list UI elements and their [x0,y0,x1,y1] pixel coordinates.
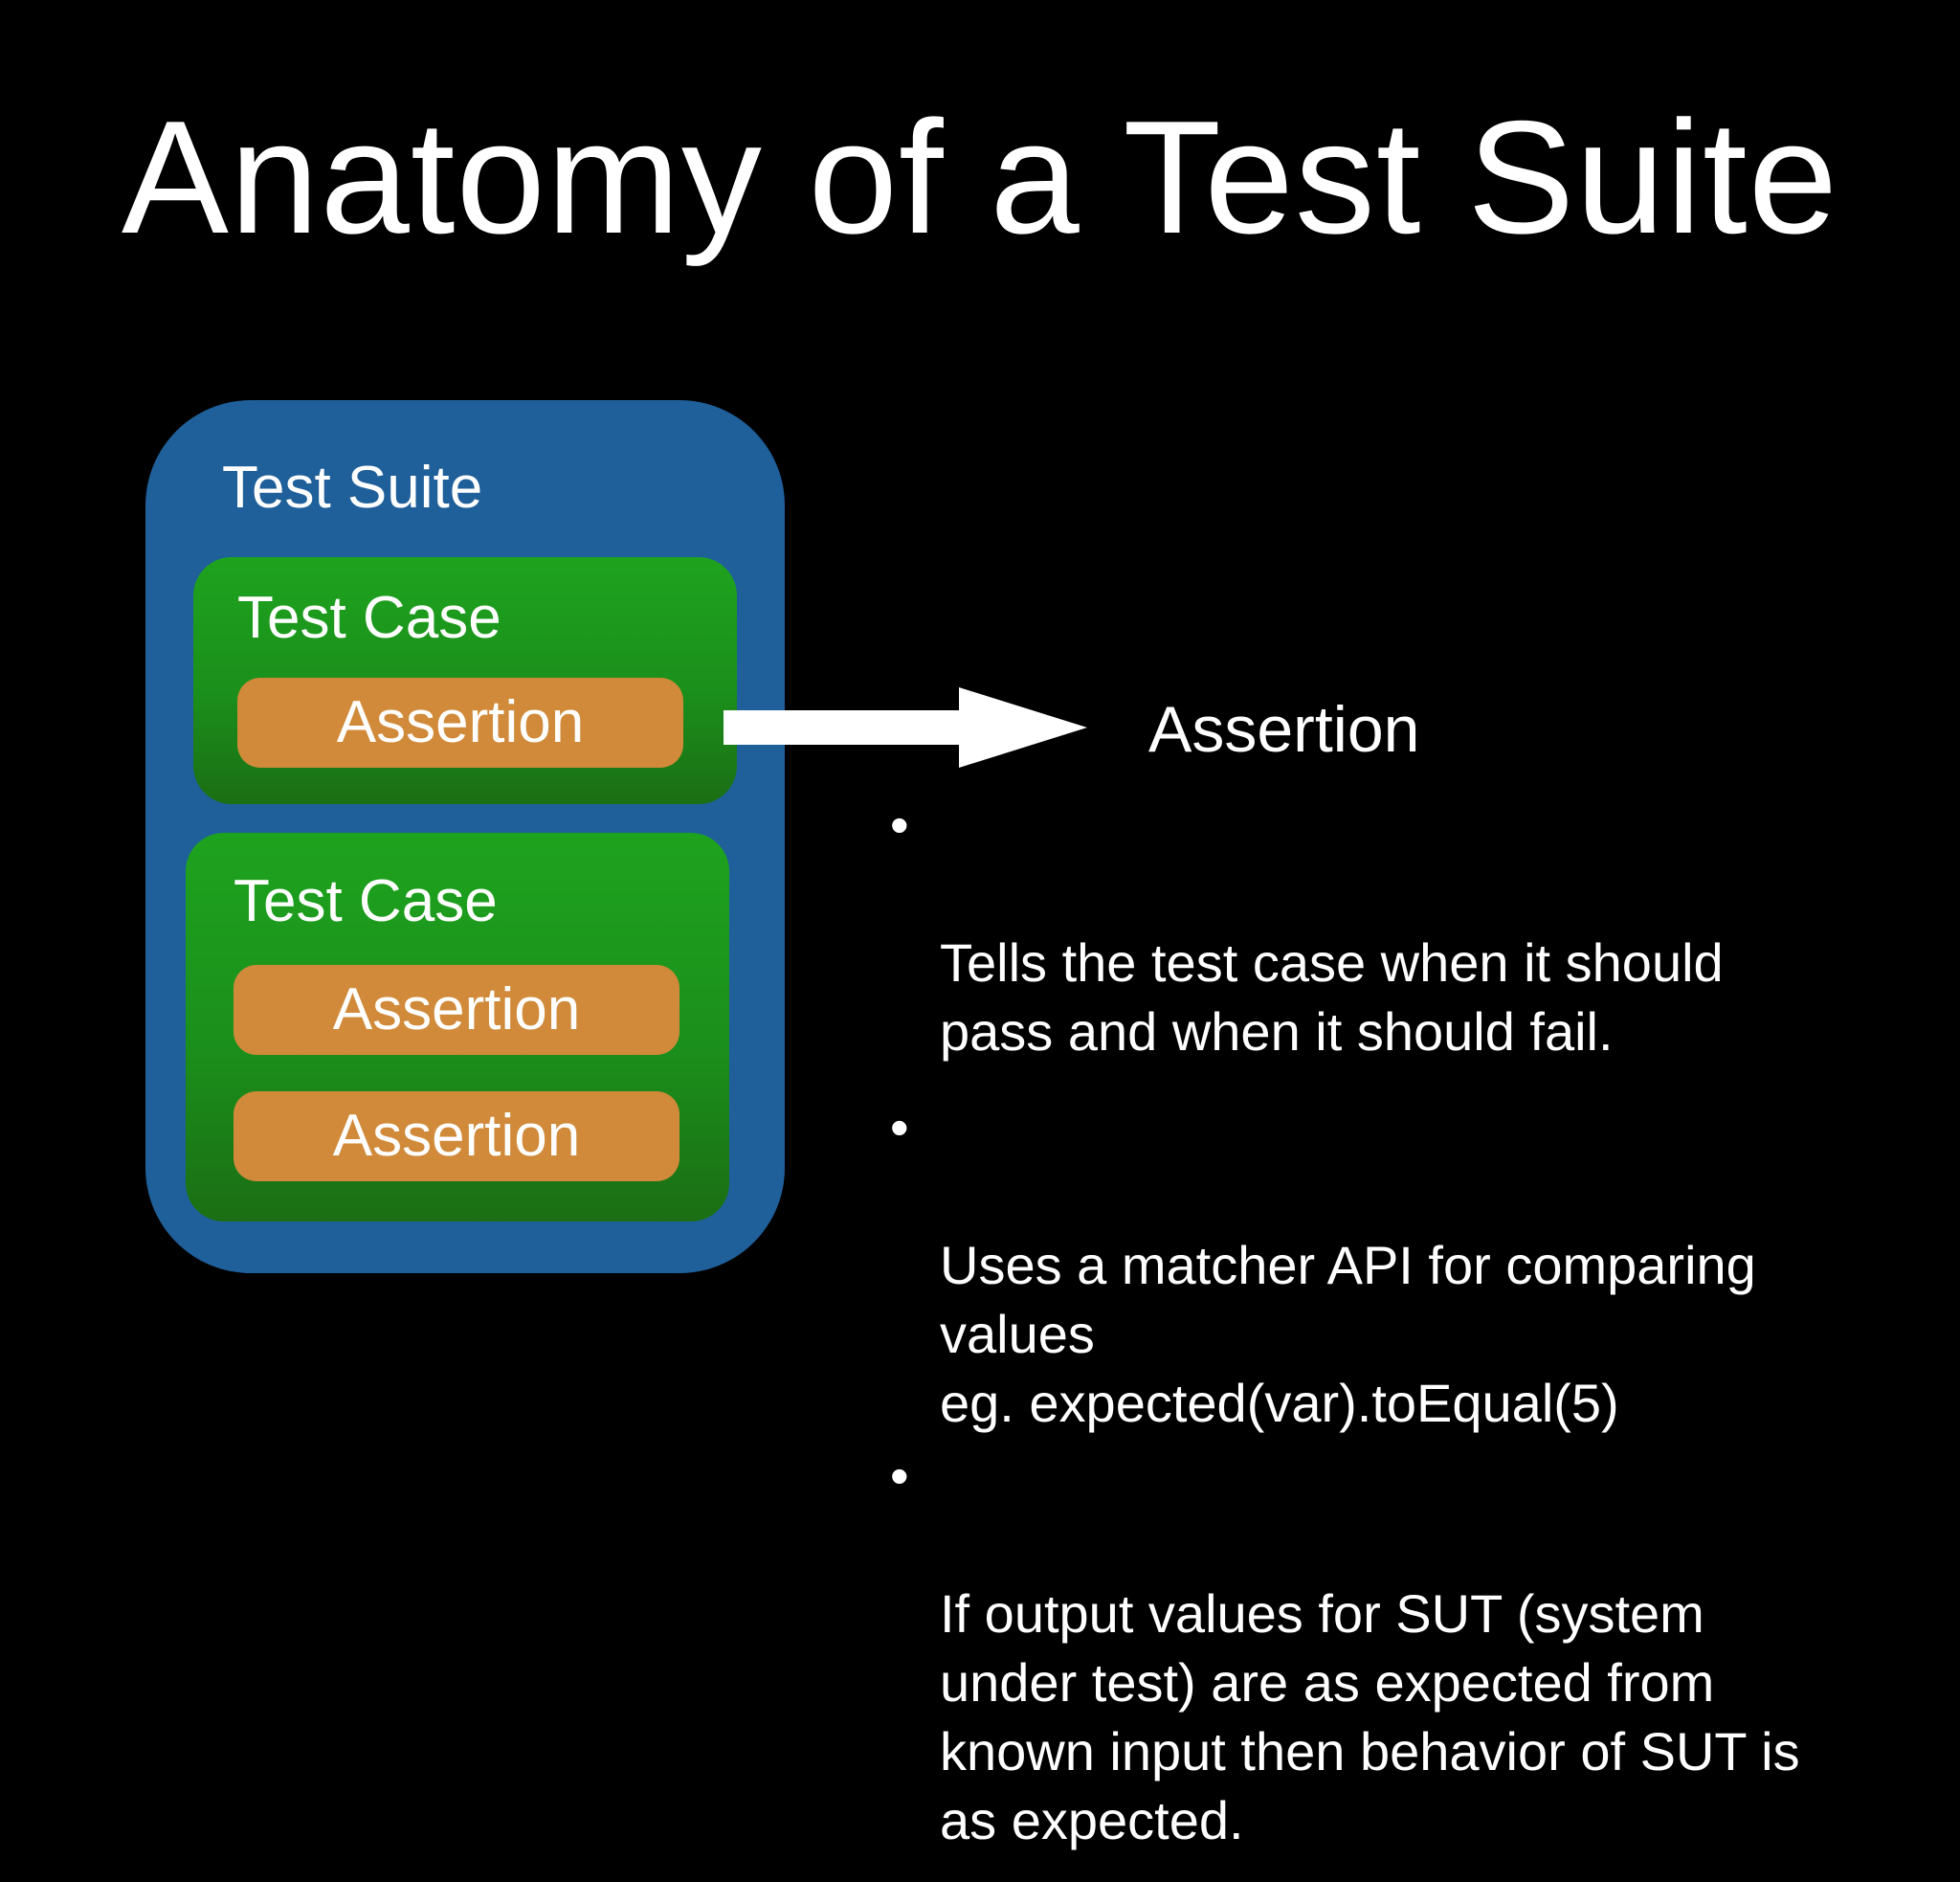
test-case-label-1: Test Case [237,585,501,651]
assertion-bullet-list: • Tells the test case when it should pas… [890,791,1924,1882]
bullet-dot: • [890,1445,909,1506]
bullet-item-2: • Uses a matcher API for comparing value… [890,1093,1924,1438]
assertion-pill-3: Assertion [234,1091,679,1181]
bullet-dot: • [890,1097,909,1157]
slide-title: Anatomy of a Test Suite [121,87,1839,267]
bullet-item-1: • Tells the test case when it should pas… [890,791,1924,1066]
bullet-item-3: • If output values for SUT (system under… [890,1442,1924,1855]
assertion-pill-1: Assertion [237,678,683,768]
test-case-label-2: Test Case [234,868,498,934]
assertion-heading: Assertion [1148,693,1420,766]
bullet-text-2: Uses a matcher API for comparing values … [940,1235,1756,1433]
arrow-right-icon [724,687,1087,768]
bullet-text-1: Tells the test case when it should pass … [940,932,1724,1062]
bullet-text-3: If output values for SUT (system under t… [940,1583,1800,1850]
assertion-pill-2: Assertion [234,965,679,1055]
test-suite-label: Test Suite [222,455,483,521]
bullet-dot: • [890,795,909,855]
